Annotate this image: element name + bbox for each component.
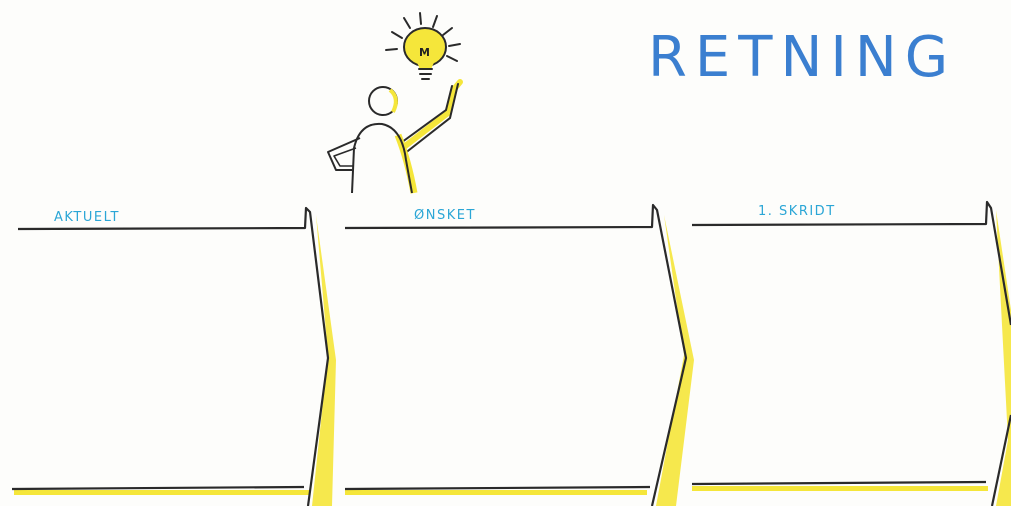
bulb-letter: M: [419, 46, 430, 59]
arrow-outline: [18, 208, 328, 506]
bulb-base: [419, 69, 432, 79]
column-label-1-skridt: 1. SKRIDT: [758, 205, 836, 218]
arrow-outline: [345, 205, 686, 506]
arrow-outline: [692, 202, 1011, 325]
page-title: RETNING: [648, 30, 956, 86]
bottom-line: [12, 487, 304, 489]
person-with-lightbulb-icon: M: [328, 13, 460, 193]
bottom-line: [345, 487, 650, 489]
arrow-column-onsket: [345, 205, 694, 506]
column-label-aktuelt: AKTUELT: [54, 211, 120, 224]
column-label-onsket: ØNSKET: [414, 209, 476, 222]
yellow-highlight: [692, 486, 988, 491]
yellow-highlight: [14, 490, 310, 495]
yellow-highlight: [345, 490, 647, 495]
arrow-column-1-skridt: [692, 202, 1011, 506]
arrow-column-aktuelt: [12, 208, 336, 506]
bottom-line: [692, 482, 986, 484]
